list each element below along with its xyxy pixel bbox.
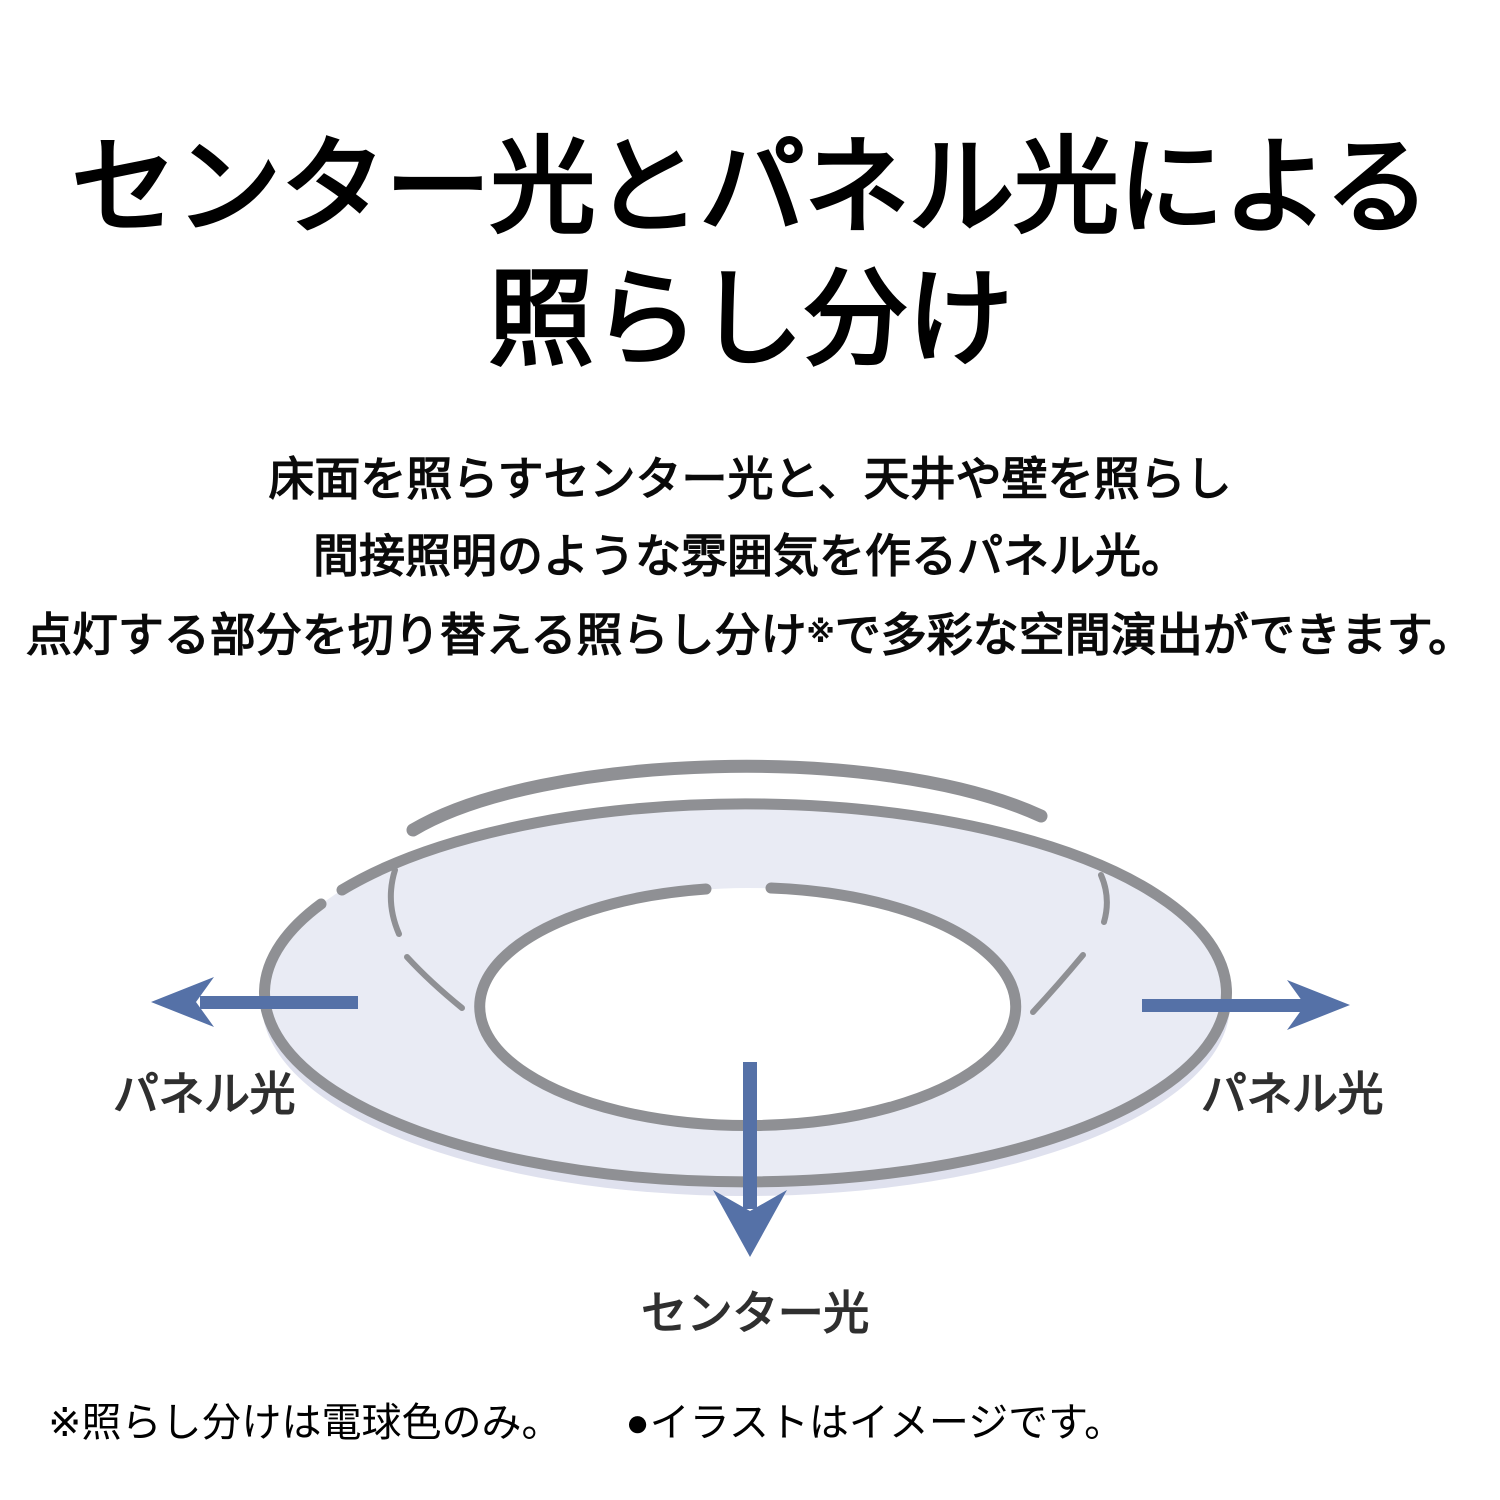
- reference-mark: ※: [806, 617, 835, 649]
- arrow-down-shaft: [743, 1062, 757, 1209]
- arrow-left-shaft: [200, 996, 358, 1009]
- center-light-label: センター光: [641, 1287, 869, 1339]
- ring-inner-hole: [480, 888, 1016, 1126]
- panel-light-arrow-right: [1142, 980, 1350, 1030]
- arrow-right-shaft: [1142, 999, 1310, 1012]
- crease-mark-left-diagonal: [404, 954, 465, 1011]
- description-line-2: 間接照明のような雰囲気を作るパネル光。: [313, 530, 1187, 582]
- center-light-arrow-down: [713, 1062, 787, 1257]
- footnote: ※照らし分けは電球色のみ。 ●イラストはイメージです。: [48, 1390, 1124, 1448]
- crease-mark-upper-right: [1098, 872, 1110, 925]
- page-title-line-1: センター光とパネル光による: [70, 129, 1431, 247]
- page-title-line-2: 照らし分け: [488, 261, 1013, 379]
- footnote-lighting-mode: ※照らし分けは電球色のみ。: [48, 1401, 562, 1445]
- cover-edge-arc: [406, 759, 1048, 837]
- crease-mark-upper-left: [387, 867, 402, 937]
- arrow-left-head: [151, 977, 214, 1027]
- page-title: センター光とパネル光による 照らし分け: [0, 122, 1500, 386]
- description-line-3: 点灯する部分を切り替える照らし分け※で多彩な空間演出ができます。: [0, 595, 1500, 674]
- panel-light-label-left: パネル光: [112, 1068, 296, 1120]
- arrow-right-head: [1287, 980, 1350, 1030]
- panel-light-label-right: パネル光: [1200, 1068, 1384, 1120]
- light-ring-outer-outline: [259, 798, 1232, 1188]
- description-text: 床面を照らすセンター光と、天井や壁を照らし 間接照明のような雰囲気を作るパネル光…: [0, 441, 1500, 674]
- description-line-1: 床面を照らすセンター光と、天井や壁を照らし: [268, 453, 1232, 505]
- arrow-down-head: [713, 1190, 787, 1257]
- description-line-3-tail: で多彩な空間演出ができます。: [834, 609, 1475, 661]
- panel-light-arrow-left: [151, 977, 358, 1027]
- footnote-illustration-disclaimer: ●イラストはイメージです。: [625, 1401, 1125, 1445]
- description-line-3-lead: 点灯する部分を切り替える照らし分け: [25, 609, 807, 661]
- crease-mark-right-diagonal: [1030, 952, 1086, 1015]
